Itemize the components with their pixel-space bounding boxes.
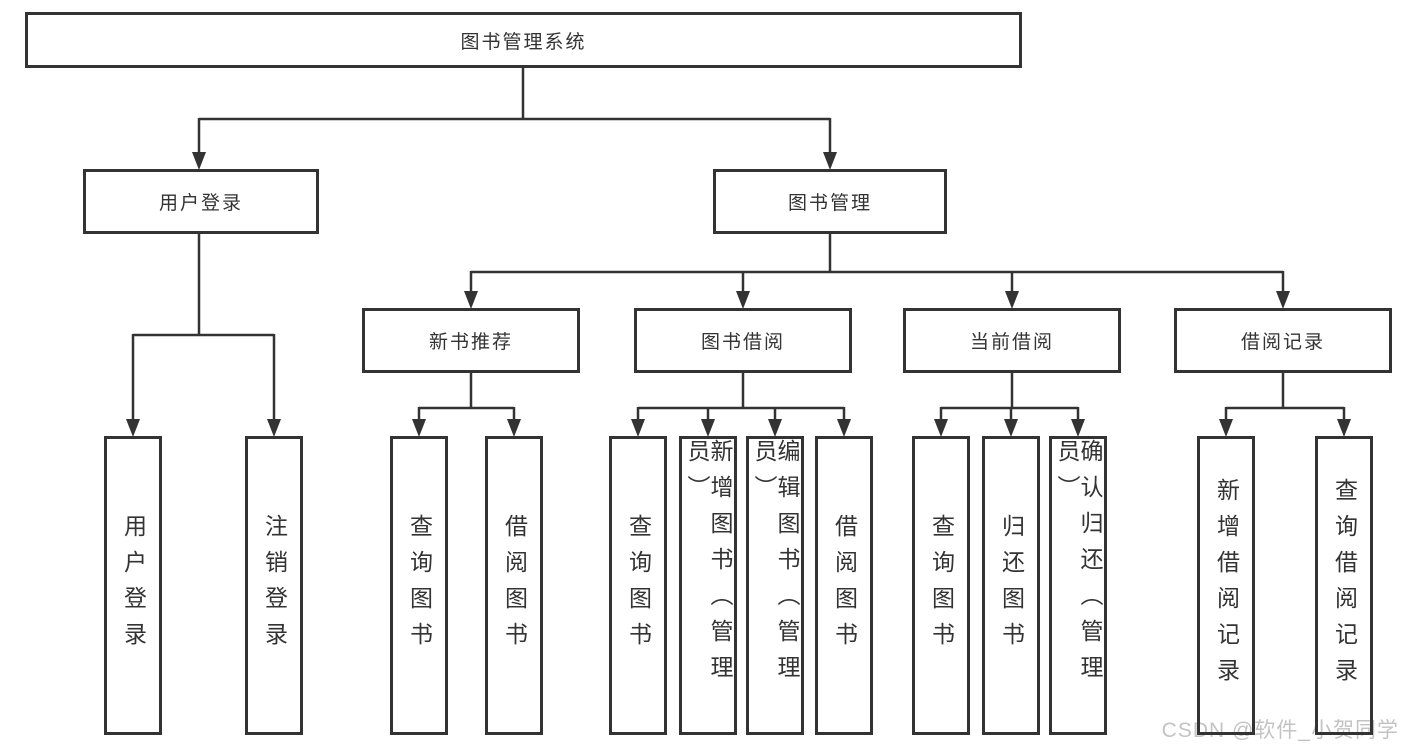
- leaf-borrow-books-label: 借阅图书: [831, 513, 858, 658]
- leaf-logout-login-label: 注销登录: [261, 513, 288, 658]
- node-user-login-label: 用户登录: [158, 193, 243, 214]
- leaf-return-books: 归还图书: [982, 436, 1040, 735]
- arrow-down-icon: [1276, 291, 1290, 309]
- leaf-return-books-label: 归还图书: [998, 513, 1025, 658]
- arrow-down-icon: [823, 152, 837, 170]
- root-node: 图书管理系统: [25, 12, 1022, 68]
- leaf-borrow-books-label: 借阅图书: [501, 513, 528, 658]
- node-new-book-recommend: 新书推荐: [362, 308, 580, 373]
- arrow-down-icon: [192, 152, 206, 170]
- leaf-user-login: 用户登录: [104, 436, 162, 735]
- arrow-down-icon: [464, 291, 478, 309]
- leaf-query-books-label: 查询图书: [928, 513, 955, 658]
- leaf-confirm-return-admin-label: 确认归还（管理员）: [1054, 439, 1103, 691]
- arrow-down-icon: [837, 419, 851, 437]
- arrow-down-icon: [934, 419, 948, 437]
- leaf-add-borrow-record: 新增借阅记录: [1197, 436, 1255, 735]
- leaf-query-books: 查询图书: [912, 436, 970, 735]
- connector-lines: [131, 68, 1346, 420]
- leaf-query-borrow-record: 查询借阅记录: [1315, 436, 1373, 735]
- node-book-borrow-label: 图书借阅: [700, 332, 785, 353]
- leaf-add-books-admin-label: 新增图书（管理员）: [684, 439, 733, 691]
- leaf-user-login-label: 用户登录: [120, 513, 147, 658]
- node-borrow-records-label: 借阅记录: [1240, 332, 1325, 353]
- node-book-borrow: 图书借阅: [634, 308, 852, 373]
- csdn-watermark: CSDN @软件_小贺同学: [1161, 719, 1399, 742]
- node-book-management-label: 图书管理: [787, 193, 872, 214]
- arrow-down-icon: [126, 419, 140, 437]
- leaf-add-borrow-record-label: 新增借阅记录: [1213, 477, 1240, 694]
- leaf-add-books-admin: 新增图书（管理员）: [679, 436, 737, 735]
- arrow-down-icon: [701, 419, 715, 437]
- node-current-borrow: 当前借阅: [903, 308, 1121, 373]
- arrow-down-icon: [1071, 419, 1085, 437]
- arrow-down-icon: [1337, 419, 1351, 437]
- leaf-edit-books-admin-label: 编辑图书（管理员）: [751, 439, 800, 691]
- leaf-query-books: 查询图书: [390, 436, 448, 735]
- arrow-down-icon: [736, 291, 750, 309]
- leaf-borrow-books: 借阅图书: [485, 436, 543, 735]
- leaf-query-books-label: 查询图书: [406, 513, 433, 658]
- leaf-confirm-return-admin: 确认归还（管理员）: [1049, 436, 1107, 735]
- node-current-borrow-label: 当前借阅: [969, 332, 1054, 353]
- leaf-borrow-books: 借阅图书: [815, 436, 873, 735]
- arrow-down-icon: [1004, 419, 1018, 437]
- leaf-edit-books-admin: 编辑图书（管理员）: [746, 436, 804, 735]
- leaf-query-books: 查询图书: [609, 436, 667, 735]
- leaf-query-borrow-record-label: 查询借阅记录: [1331, 477, 1358, 694]
- leaf-query-books-label: 查询图书: [625, 513, 652, 658]
- arrow-down-icon: [631, 419, 645, 437]
- node-book-management: 图书管理: [713, 169, 947, 234]
- node-new-book-recommend-label: 新书推荐: [428, 332, 513, 353]
- leaf-logout-login: 注销登录: [245, 436, 303, 735]
- arrow-down-icon: [267, 419, 281, 437]
- arrow-down-icon: [1005, 291, 1019, 309]
- root-node-label: 图书管理系统: [460, 31, 587, 53]
- arrow-down-icon: [1219, 419, 1233, 437]
- node-user-login: 用户登录: [83, 169, 319, 234]
- node-borrow-records: 借阅记录: [1174, 308, 1392, 373]
- arrow-down-icon: [507, 419, 521, 437]
- arrow-down-icon: [412, 419, 426, 437]
- arrow-down-icon: [768, 419, 782, 437]
